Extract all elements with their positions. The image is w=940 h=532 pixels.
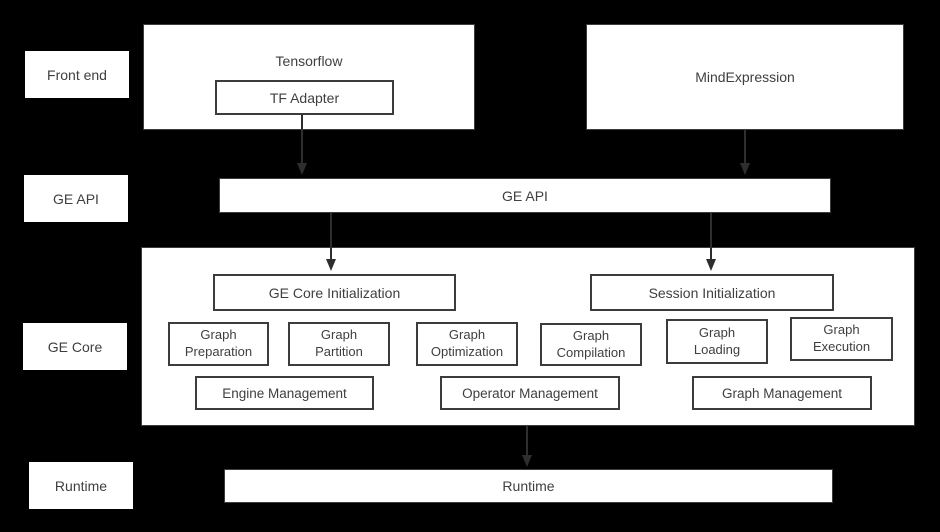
mind-expression-label: MindExpression	[695, 69, 795, 85]
operator-management-box: Operator Management	[440, 376, 620, 410]
tensorflow-title: Tensorflow	[275, 53, 343, 69]
ge-core-initialization-box: GE Core Initialization	[213, 274, 456, 311]
row-label-ge-core: GE Core	[23, 323, 127, 370]
ge-core-box: GE Core Initialization Session Initializ…	[141, 247, 915, 426]
runtime-bar: Runtime	[224, 469, 833, 503]
graph-loading-box: Graph Loading	[666, 319, 768, 364]
ge-core-initialization-label: GE Core Initialization	[268, 284, 401, 301]
operator-management-label: Operator Management	[462, 385, 598, 401]
runtime-bar-label: Runtime	[502, 478, 555, 494]
tensorflow-box: Tensorflow TF Adapter	[143, 24, 475, 130]
graph-execution-box: Graph Execution	[790, 317, 893, 361]
graph-optimization-label: Graph Optimization	[430, 327, 504, 359]
ge-api-bar-label: GE API	[502, 187, 548, 204]
graph-execution-label: Graph Execution	[812, 322, 871, 354]
mind-expression-box: MindExpression	[586, 24, 904, 130]
row-label-ge-api: GE API	[24, 175, 128, 222]
down-arrow-ge-core-to-runtime	[522, 426, 532, 467]
down-arrow-mindexpression-to-ge-api	[740, 130, 750, 175]
graph-preparation-label: Graph Preparation	[184, 327, 253, 359]
row-label-front-end-text: Front end	[47, 66, 107, 83]
session-initialization-box: Session Initialization	[590, 274, 834, 311]
graph-partition-box: Graph Partition	[288, 322, 390, 366]
graph-preparation-box: Graph Preparation	[168, 322, 269, 366]
down-arrow-tf-adapter-to-ge-api	[297, 114, 307, 175]
graph-partition-label: Graph Partition	[315, 327, 363, 359]
graph-loading-label: Graph Loading	[693, 324, 741, 357]
ge-api-bar: GE API	[219, 178, 831, 213]
tf-adapter-box: TF Adapter	[215, 80, 394, 115]
tf-adapter-label: TF Adapter	[269, 89, 340, 106]
row-label-front-end: Front end	[25, 51, 129, 98]
row-label-runtime-text: Runtime	[54, 477, 108, 494]
graph-compilation-box: Graph Compilation	[540, 323, 642, 366]
row-label-ge-api-text: GE API	[53, 190, 99, 207]
down-arrow-ge-api-to-ge-core-initialization	[326, 213, 336, 271]
down-arrow-ge-api-to-session-initialization	[706, 213, 716, 271]
graph-management-label: Graph Management	[721, 385, 843, 401]
graph-management-box: Graph Management	[692, 376, 872, 410]
row-label-runtime: Runtime	[29, 462, 133, 509]
engine-management-label: Engine Management	[222, 385, 347, 401]
engine-management-box: Engine Management	[195, 376, 374, 410]
session-initialization-label: Session Initialization	[648, 284, 776, 301]
graph-compilation-label: Graph Compilation	[556, 327, 626, 360]
graph-optimization-box: Graph Optimization	[416, 322, 518, 366]
row-label-ge-core-text: GE Core	[47, 338, 103, 355]
